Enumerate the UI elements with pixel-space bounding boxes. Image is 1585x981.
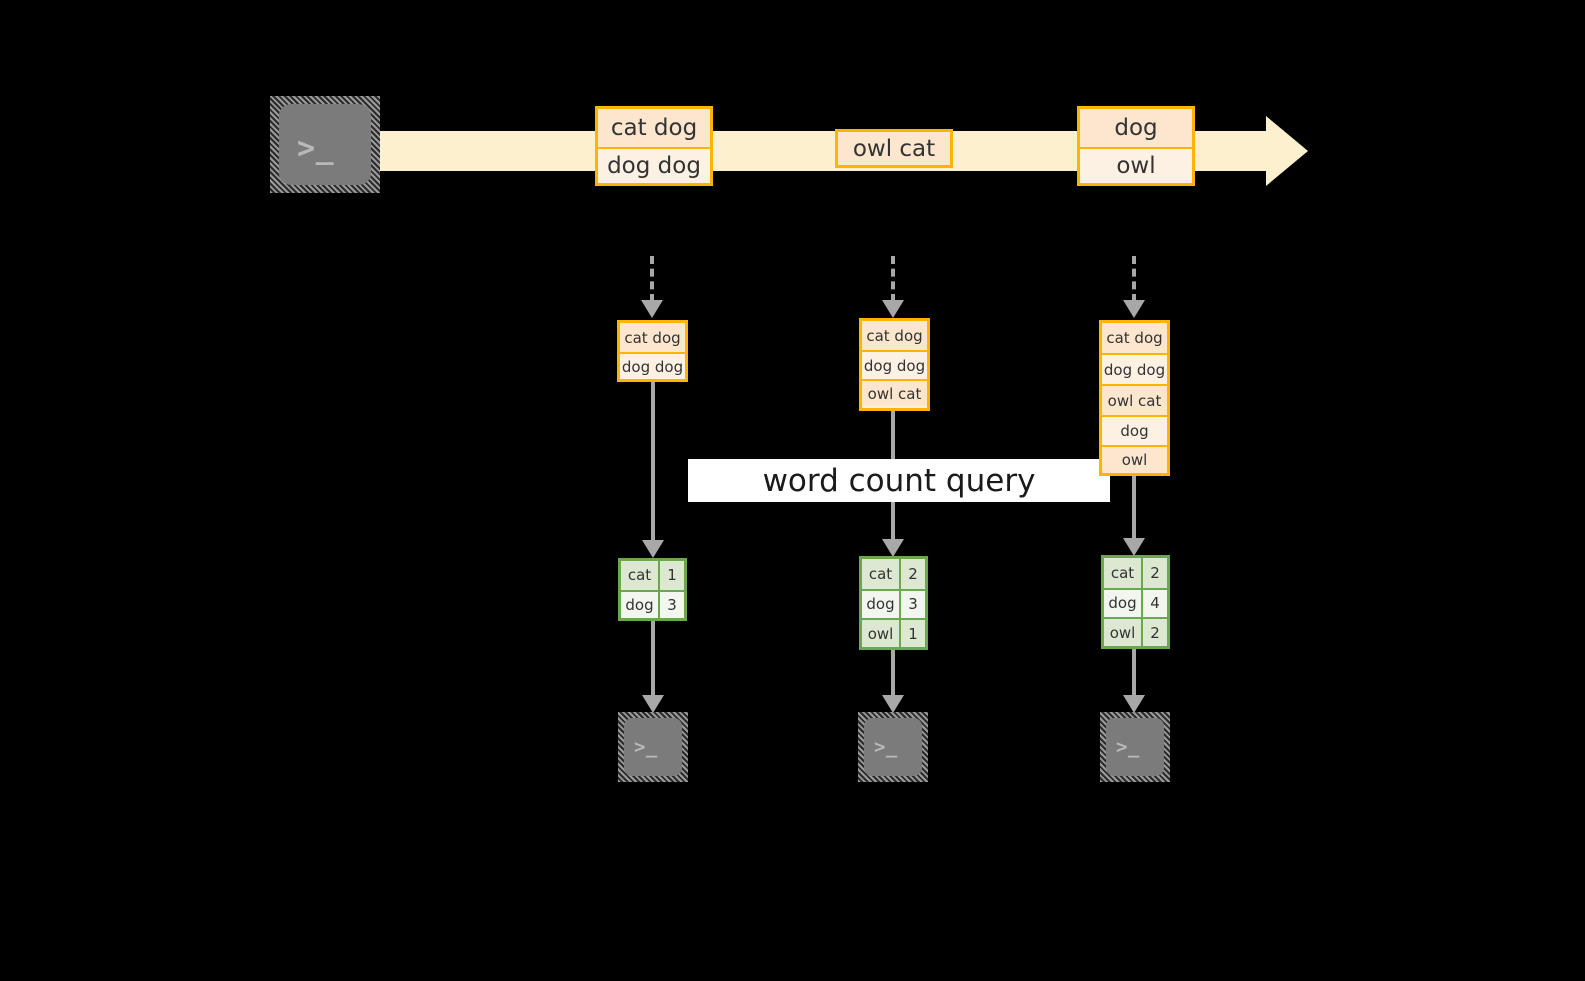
table-row: cat 2 xyxy=(1104,558,1167,588)
stream-event-1[interactable]: cat dog dog dog xyxy=(595,106,713,186)
result-2-word-1: cat xyxy=(862,559,902,589)
result-3-word-1: cat xyxy=(1104,558,1144,588)
terminal-screen xyxy=(864,718,922,776)
result-2-to-consumer-connector xyxy=(882,650,904,715)
terminal-screen xyxy=(279,104,371,185)
terminal-prompt-label: >_ xyxy=(634,736,658,758)
snapshot-2-line-3: owl cat xyxy=(862,379,927,406)
result-3-count-3: 2 xyxy=(1150,623,1160,642)
terminal-prompt-label: >_ xyxy=(297,131,335,166)
snapshot-2-event-log[interactable]: cat dog dog dog owl cat xyxy=(859,318,930,411)
snapshot-1-event-log[interactable]: cat dog dog dog xyxy=(617,320,688,382)
table-row: owl 1 xyxy=(862,618,925,648)
snapshot-3-line-5: owl xyxy=(1102,445,1167,473)
snapshot-3-line-2: dog dog xyxy=(1102,353,1167,384)
stream-event-1-line-1: cat dog xyxy=(598,109,710,147)
event-stream-arrowhead xyxy=(1266,116,1308,186)
stream-event-3[interactable]: dog owl xyxy=(1077,106,1195,186)
result-3-count-2: 4 xyxy=(1150,594,1160,613)
result-table-3[interactable]: cat 2 dog 4 owl 2 xyxy=(1101,555,1170,649)
result-2-word-2: dog xyxy=(862,590,902,619)
result-3-word-3: owl xyxy=(1104,619,1144,647)
consumer-terminal-icon-1[interactable]: >_ xyxy=(618,712,688,782)
snapshot-2-line-1: cat dog xyxy=(862,321,927,350)
result-1-to-consumer-connector xyxy=(642,621,664,715)
stream-to-snapshot-2-connector xyxy=(882,256,904,318)
snapshot-1-line-2: dog dog xyxy=(620,352,685,379)
snapshot-1-to-result-connector xyxy=(642,382,664,560)
snapshot-3-event-log[interactable]: cat dog dog dog owl cat dog owl xyxy=(1099,320,1170,476)
snapshot-3-line-3: owl cat xyxy=(1102,384,1167,415)
result-1-count-2: 3 xyxy=(667,595,677,614)
result-table-2[interactable]: cat 2 dog 3 owl 1 xyxy=(859,556,928,650)
snapshot-2-line-2: dog dog xyxy=(862,350,927,379)
stream-to-snapshot-3-connector xyxy=(1123,256,1145,318)
stream-event-2-line-1: owl cat xyxy=(852,135,936,162)
result-3-word-2: dog xyxy=(1104,589,1144,618)
result-2-count-1: 2 xyxy=(908,564,918,583)
table-row: owl 2 xyxy=(1104,617,1167,647)
result-1-word-2: dog xyxy=(621,591,661,618)
result-1-word-1: cat xyxy=(621,561,661,590)
stream-event-3-line-2: owl xyxy=(1080,147,1192,183)
consumer-terminal-icon-3[interactable]: >_ xyxy=(1100,712,1170,782)
stream-event-3-line-1: dog xyxy=(1080,109,1192,147)
stream-event-2[interactable]: owl cat xyxy=(835,129,953,168)
table-row: dog 4 xyxy=(1104,587,1167,618)
query-label: word count query xyxy=(688,459,1110,502)
table-row: dog 3 xyxy=(862,588,925,619)
terminal-screen xyxy=(1106,718,1164,776)
terminal-screen xyxy=(624,718,682,776)
consumer-terminal-icon-2[interactable]: >_ xyxy=(858,712,928,782)
snapshot-3-line-1: cat dog xyxy=(1102,323,1167,353)
snapshot-3-line-4: dog xyxy=(1102,415,1167,445)
stream-to-snapshot-1-connector xyxy=(641,256,663,318)
table-row: cat 1 xyxy=(621,561,684,590)
result-table-1[interactable]: cat 1 dog 3 xyxy=(618,558,687,621)
snapshot-1-line-1: cat dog xyxy=(620,323,685,352)
terminal-prompt-label: >_ xyxy=(874,736,898,758)
result-2-count-2: 3 xyxy=(908,595,918,614)
result-2-count-3: 1 xyxy=(908,624,918,643)
table-row: cat 2 xyxy=(862,559,925,589)
result-1-count-1: 1 xyxy=(667,566,677,585)
stream-event-1-line-2: dog dog xyxy=(598,147,710,183)
result-3-to-consumer-connector xyxy=(1123,649,1145,715)
terminal-prompt-label: >_ xyxy=(1116,736,1140,758)
producer-terminal-icon[interactable]: >_ xyxy=(270,96,380,193)
result-2-word-3: owl xyxy=(862,620,902,648)
result-3-count-1: 2 xyxy=(1150,563,1160,582)
snapshot-3-to-result-connector xyxy=(1123,476,1145,558)
table-row: dog 3 xyxy=(621,589,684,618)
